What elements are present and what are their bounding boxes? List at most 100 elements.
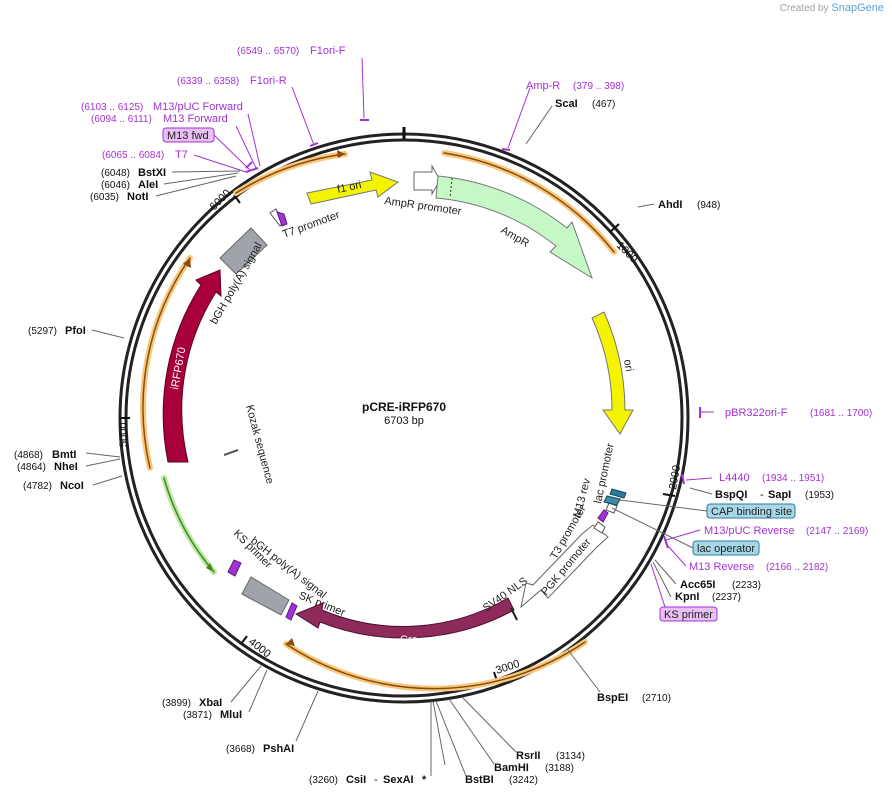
sexai-asterisk: * <box>422 774 427 786</box>
orf-arc-green-halo <box>161 475 217 575</box>
sites-dash-2: - <box>374 774 378 786</box>
orf-arc-irfp <box>142 257 191 469</box>
primers-top: (6549 .. 6570) F1ori-F (6339 .. 6358) F1… <box>81 45 624 173</box>
lac-operator-label: lac operator <box>697 543 755 555</box>
ori-label: ori <box>621 358 635 372</box>
m13-rev-inner-label: M13 rev <box>571 477 593 519</box>
m13-rev-inner-mark <box>597 509 609 523</box>
f1ori-r-leader <box>291 86 315 146</box>
lac-operator-mark <box>605 502 618 514</box>
snapgene-credit: Created by SnapGene <box>780 2 884 14</box>
f1ori-r-label: F1ori-R <box>250 75 287 87</box>
ks-primer-box[interactable] <box>659 606 718 622</box>
m13puc-reverse-label: M13/pUC Reverse <box>704 525 794 537</box>
m13-forward-label: M13 Forward <box>163 113 228 125</box>
lac-promoter-feature[interactable] <box>609 488 627 499</box>
pshai-label: PshAI <box>263 743 294 755</box>
noti-leader <box>155 175 237 197</box>
kpni-coords: (2237) <box>712 592 741 603</box>
alei-coords: (6046) <box>101 180 130 191</box>
tick-2000-mark <box>662 493 676 497</box>
bstbi-label: BstBI <box>465 774 494 786</box>
sexai-leader <box>432 700 446 766</box>
ks-primer-box-label: KS primer <box>664 609 713 621</box>
primers-right: pBR322ori-F (1681 .. 1700) L4440 (1934 .… <box>611 407 872 573</box>
bmti-label: BmtI <box>52 449 76 461</box>
bspei-coords: (2710) <box>642 693 671 704</box>
l4440-backbone-mark <box>681 473 685 485</box>
ahdi-coords: (948) <box>697 200 720 211</box>
m13puc-forward-coords: (6103 .. 6125) <box>81 102 143 113</box>
scai-label: ScaI <box>555 98 578 110</box>
pshai-leader <box>295 690 319 742</box>
pbr322-label: pBR322ori-F <box>725 407 788 419</box>
noti-coords: (6035) <box>90 192 119 203</box>
orf-arc-cre <box>285 641 586 690</box>
lac-operator-leader <box>611 507 694 549</box>
rsrii-label: RsrII <box>516 750 540 762</box>
m13-forward-coords: (6094 .. 6111) <box>91 114 152 125</box>
bamhi-leader <box>448 698 495 765</box>
t3-promoter-feature[interactable] <box>593 521 606 534</box>
ampr-feature[interactable] <box>435 175 593 280</box>
xbai-label: XbaI <box>199 697 222 709</box>
kozak-feature[interactable] <box>223 449 239 456</box>
pfoi-label: PfoI <box>65 325 86 337</box>
m13puc-reverse-mark <box>663 535 669 549</box>
xbai-leader <box>230 665 262 703</box>
tick-2000: 2000 <box>667 464 683 490</box>
kpni-label: KpnI <box>675 591 699 603</box>
f1ori-r-mark <box>309 142 319 147</box>
acc65i-leader <box>654 559 677 585</box>
ks-primer-box-leader <box>650 563 666 608</box>
cap-binding-mark <box>603 495 621 506</box>
f1ori-r-coords: (6339 .. 6358) <box>177 76 239 87</box>
sv40-nls-feature[interactable] <box>510 607 518 621</box>
plasmid-length: 6703 bp <box>384 415 424 427</box>
tick-6000-mark <box>233 194 241 204</box>
mlui-label: MluI <box>220 709 242 721</box>
pgk-promoter-feature[interactable] <box>520 524 609 609</box>
orf-arc-cre-head <box>286 638 295 646</box>
m13-fwd-backbone-mark <box>245 161 253 169</box>
f1ori-f-leader <box>361 57 365 119</box>
ampr-promoter-feature[interactable] <box>413 164 441 196</box>
mlui-coords: (3871) <box>183 710 212 721</box>
bgh-polya-bottom-feature[interactable] <box>241 576 290 616</box>
m13-reverse-leader <box>667 545 687 567</box>
noti-label: NotI <box>127 191 148 203</box>
bgh-polya-top-feature[interactable] <box>219 227 268 275</box>
nhei-label: NheI <box>54 461 78 473</box>
ampr-primer-mark <box>501 148 511 151</box>
bstxi-label: BstXI <box>138 167 166 179</box>
backbone-primer-marks <box>245 161 701 485</box>
created-by-label: Created by <box>779 3 829 14</box>
ampr-primer-label: Amp-R <box>526 80 560 92</box>
bamhi-label: BamHI <box>494 762 529 774</box>
t7-label: T7 <box>175 149 188 161</box>
nhei-coords: (4864) <box>17 462 46 473</box>
ncoi-leader <box>92 475 123 486</box>
ampr-promoter-junction <box>449 177 453 199</box>
alei-leader <box>163 172 239 185</box>
t7-promoter-label: T7 promoter <box>281 209 342 241</box>
f1ori-f-coords: (6549 .. 6570) <box>237 46 299 57</box>
bspei-label: BspEI <box>597 692 628 704</box>
cap-binding-label: CAP binding site <box>711 506 792 518</box>
m13-forward-leader <box>235 125 257 169</box>
cre-feature[interactable] <box>294 597 515 639</box>
sites-bottom: RsrII (3134) BamHI (3188) BstBI (3242) (… <box>162 665 585 786</box>
f1-ori-feature[interactable] <box>306 171 400 205</box>
position-ticks: 1000 2000 3000 4000 5000 6000 <box>118 187 683 682</box>
sites-right: ScaI (467) AhdI (948) BspQI - SapI (1953… <box>525 98 834 704</box>
f1ori-f-label: F1ori-F <box>310 45 346 57</box>
m13puc-forward-leader <box>247 113 261 167</box>
ori-feature[interactable] <box>591 311 634 435</box>
m13-reverse-coords: (2166 .. 2182) <box>766 562 828 573</box>
irfp670-feature[interactable] <box>162 269 222 463</box>
plasmid-name: pCRE-iRFP670 <box>362 400 446 414</box>
orf-arc-irfp-head <box>183 258 191 268</box>
bstxi-leader <box>171 170 241 173</box>
t7-leader <box>193 154 247 173</box>
